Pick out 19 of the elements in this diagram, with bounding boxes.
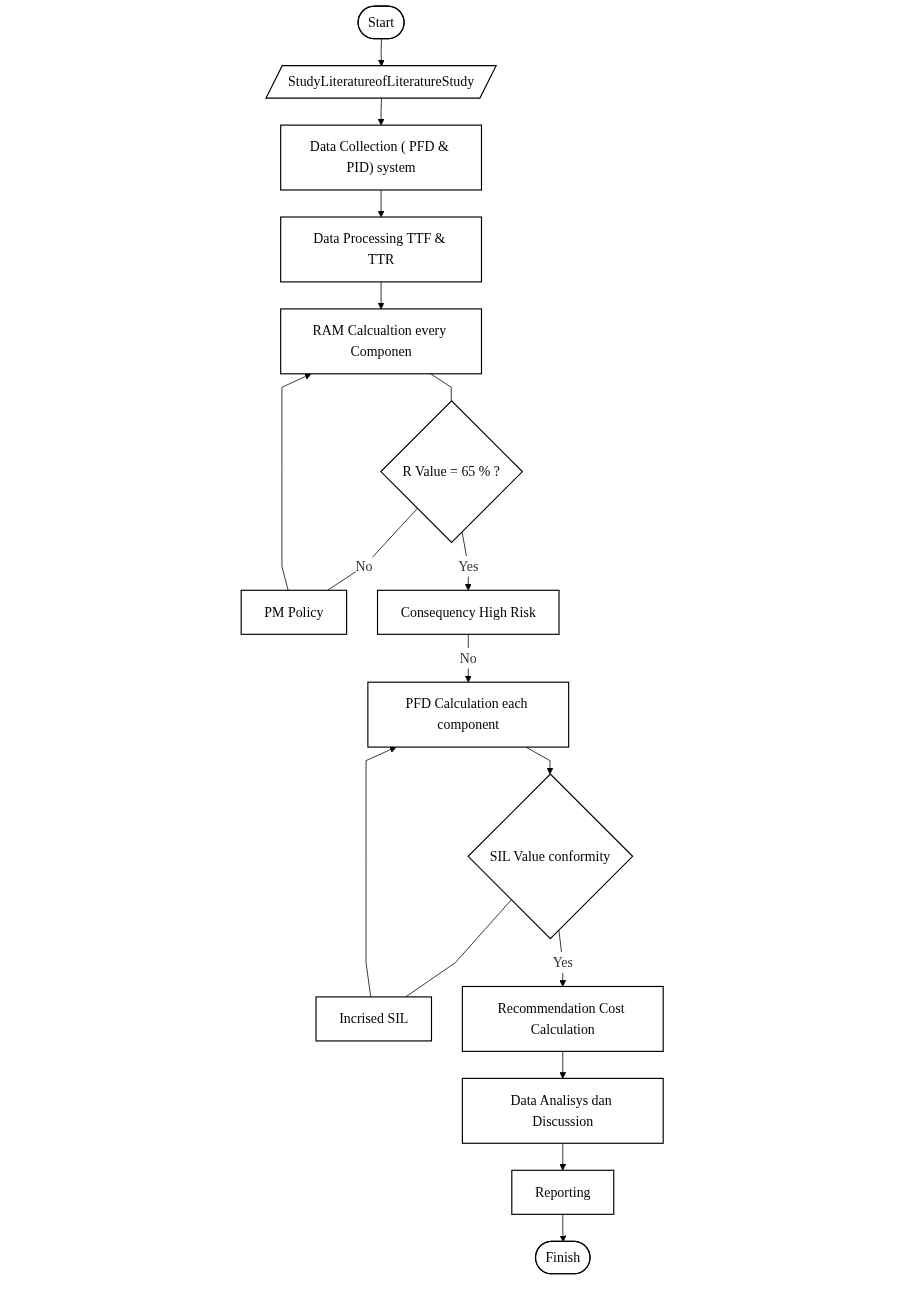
edge-label: No — [459, 650, 477, 666]
node-diamond: R Value = 65 % ? — [379, 400, 524, 544]
edge-label: No — [355, 558, 373, 574]
node-box: Data Processing TTF & TTR — [279, 216, 482, 283]
node-box: Data Analisys dan Discussion — [461, 1077, 664, 1144]
node-box: Data Collection ( PFD & PID) system — [279, 124, 482, 191]
node-diamond: SIL Value conformity — [467, 773, 634, 940]
edge-label: Yes — [552, 954, 573, 970]
node-box: Recommendation Cost Calculation — [461, 985, 664, 1052]
connector — [430, 373, 452, 402]
connector — [326, 508, 418, 591]
node-box: Reporting — [511, 1169, 615, 1215]
connector — [405, 899, 512, 998]
node-box: PFD Calculation each component — [367, 681, 570, 748]
edge-label: Yes — [457, 558, 479, 574]
node-box: PM Policy — [240, 589, 347, 635]
node-box: Incrised SIL — [315, 996, 432, 1042]
node-box: RAM Calcualtion every Componen — [279, 308, 482, 375]
node-box: Consequency High Risk — [376, 589, 560, 635]
